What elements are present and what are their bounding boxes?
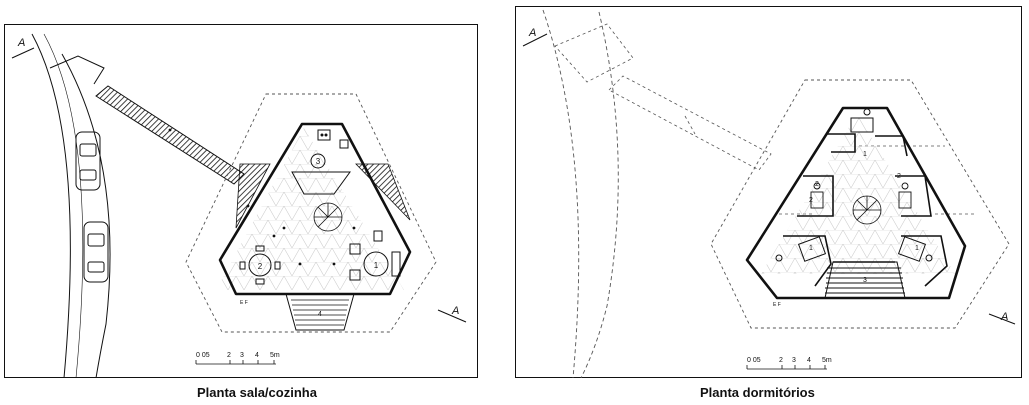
road bbox=[31, 33, 111, 378]
building-walls bbox=[745, 106, 967, 300]
room-number-2-b: 2 bbox=[809, 197, 813, 204]
scale-tick-2: 2 bbox=[227, 352, 231, 359]
room-number-2-a: 2 bbox=[815, 181, 819, 188]
kitchen-counter bbox=[291, 171, 351, 195]
spiral-stair-icon bbox=[852, 195, 882, 225]
svg-text:A: A bbox=[17, 37, 25, 49]
living-table-icon bbox=[349, 230, 401, 281]
site-outline bbox=[185, 93, 437, 333]
room-number-1-left: 1 bbox=[809, 245, 813, 252]
scale-tick-3: 3 bbox=[240, 352, 244, 359]
room-number-2-c: 2 bbox=[897, 173, 901, 180]
floor-plan-living-kitchen: 1 2 3 4 E F A A 0 05 2 3 4 5m bbox=[4, 24, 478, 378]
svg-text:A: A bbox=[1000, 311, 1008, 323]
room-number-1-top: 1 bbox=[863, 151, 867, 158]
svg-text:A: A bbox=[528, 27, 536, 39]
ef-label: E F bbox=[773, 302, 781, 308]
scale-tick-2: 2 bbox=[779, 357, 783, 364]
panel-frame bbox=[515, 6, 1022, 378]
section-marker-bottom: A bbox=[437, 305, 467, 323]
scale-start-label: 0 05 bbox=[196, 352, 210, 359]
floor-plan-bedrooms: 1 1 1 2 2 2 3 E F A A 0 05 2 3 4 5m bbox=[515, 6, 1022, 378]
entry-structure-dashed bbox=[554, 23, 634, 83]
car-bottom bbox=[83, 221, 109, 283]
spiral-stair-icon bbox=[313, 202, 343, 232]
bed-icons bbox=[775, 108, 933, 262]
stairs-bottom bbox=[824, 261, 906, 299]
walkway-bridge bbox=[95, 85, 245, 185]
building-walls bbox=[218, 122, 412, 296]
road-outline-dashed bbox=[542, 9, 619, 378]
room-number-4: 4 bbox=[318, 311, 322, 318]
breakfast-table-icon bbox=[310, 153, 326, 169]
room-number-1: 1 bbox=[374, 261, 379, 270]
svg-text:A: A bbox=[451, 305, 459, 317]
scale-tick-5m: 5m bbox=[822, 357, 832, 364]
bathroom-fixtures bbox=[810, 182, 912, 209]
section-marker-top: A bbox=[522, 27, 548, 47]
caption-bedrooms: Planta dormitórios bbox=[700, 385, 815, 400]
room-number-3: 3 bbox=[316, 157, 321, 166]
scale-start-label: 0 05 bbox=[747, 357, 761, 364]
site-outline bbox=[710, 79, 1010, 329]
car-top bbox=[75, 131, 101, 191]
scale-tick-5m: 5m bbox=[270, 352, 280, 359]
scale-tick-4: 4 bbox=[255, 352, 259, 359]
scale-tick-3: 3 bbox=[792, 357, 796, 364]
entrance-stairs bbox=[285, 293, 355, 331]
walkway-dashed bbox=[608, 75, 772, 171]
room-number-2: 2 bbox=[258, 262, 263, 271]
column-dots bbox=[168, 128, 356, 266]
terrace-right bbox=[355, 163, 411, 221]
terrace-left bbox=[235, 163, 271, 229]
room-number-1-right: 1 bbox=[915, 245, 919, 252]
dining-table-icon bbox=[239, 245, 281, 285]
caption-living-kitchen: Planta sala/cozinha bbox=[197, 385, 317, 400]
scale-bar: 0 05 2 3 4 5m bbox=[746, 357, 832, 370]
stove-icon bbox=[317, 129, 331, 141]
entry-structure bbox=[49, 55, 105, 85]
section-marker-bottom: A bbox=[988, 311, 1016, 325]
panel-frame bbox=[4, 24, 478, 378]
section-marker-top: A bbox=[11, 37, 35, 59]
ef-label: E F bbox=[240, 300, 248, 306]
interior-walls bbox=[783, 133, 948, 287]
scale-tick-4: 4 bbox=[807, 357, 811, 364]
room-number-3: 3 bbox=[863, 277, 867, 284]
scale-bar: 0 05 2 3 4 5m bbox=[195, 352, 280, 365]
